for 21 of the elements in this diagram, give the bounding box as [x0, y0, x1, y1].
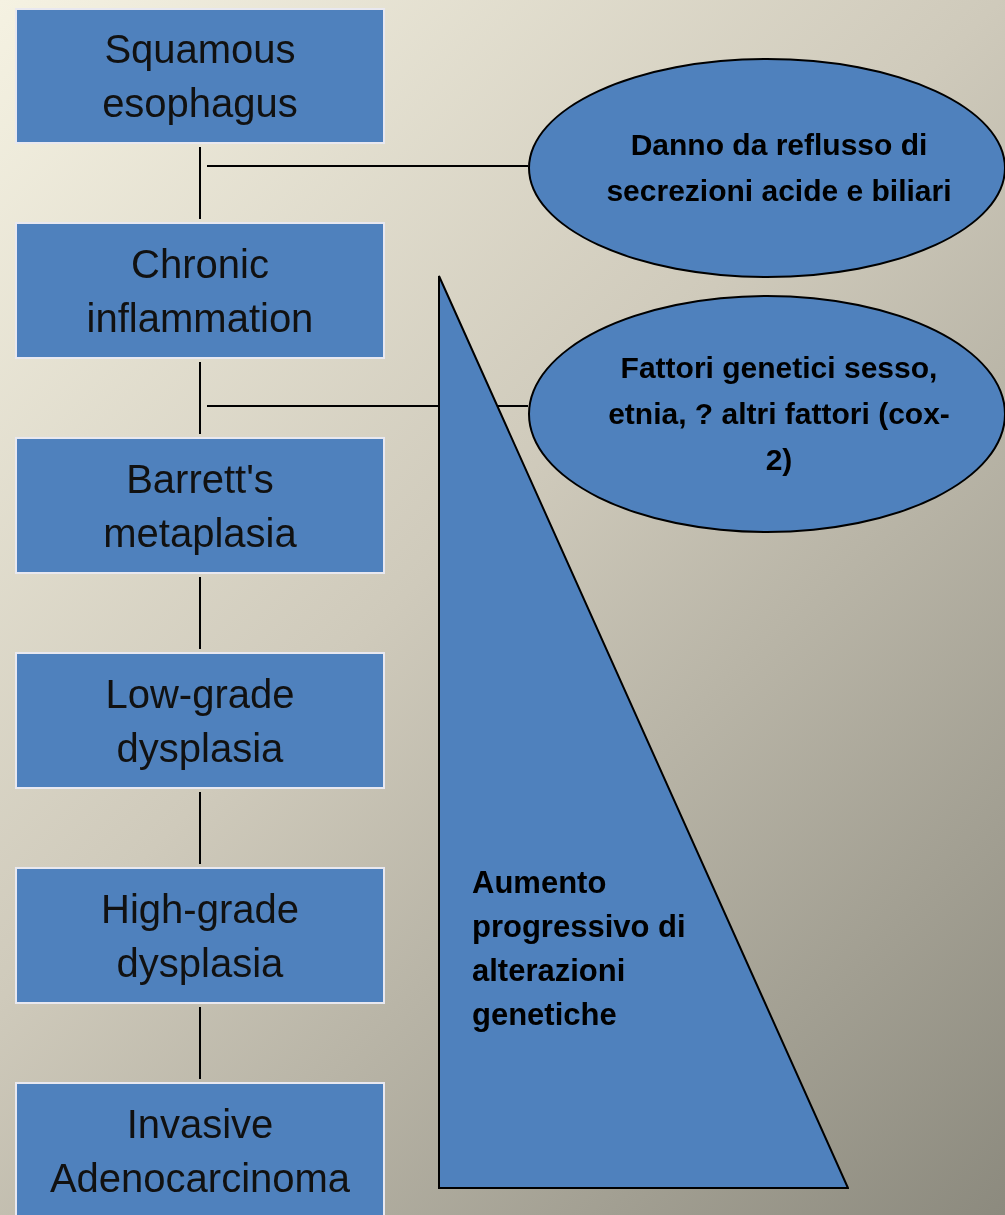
- stage-box: [15, 8, 385, 144]
- stage-label: Chronic inflammation: [85, 240, 315, 342]
- stage-label: Barrett's metaplasia: [102, 455, 298, 557]
- stage-label: Squamous esophagus: [101, 26, 299, 127]
- stage-label: High-grade dysplasia: [100, 885, 300, 987]
- connector-line: [199, 576, 201, 650]
- stage-box: [15, 1082, 385, 1215]
- stage-box: [15, 652, 385, 789]
- stage-box: [15, 222, 385, 359]
- connector-line: [206, 165, 529, 167]
- connector-line: [199, 1006, 201, 1080]
- stage-label: Invasive Adenocarcinoma: [48, 1100, 352, 1202]
- triangle-label: Aumento progressivo di alterazioni genetiche: [472, 864, 687, 1034]
- stage-label: Low-grade dysplasia: [104, 670, 296, 772]
- connector-line: [199, 791, 201, 865]
- factor-label: Fattori genetici sesso, etnia, ? altri fattori (cox-2): [607, 350, 951, 478]
- connector-line: [199, 361, 201, 435]
- factor-label: Danno da reflusso di secrezioni acide e biliari: [605, 127, 953, 209]
- stage-box: [15, 437, 385, 574]
- connector-line: [199, 146, 201, 220]
- stage-box: [15, 867, 385, 1004]
